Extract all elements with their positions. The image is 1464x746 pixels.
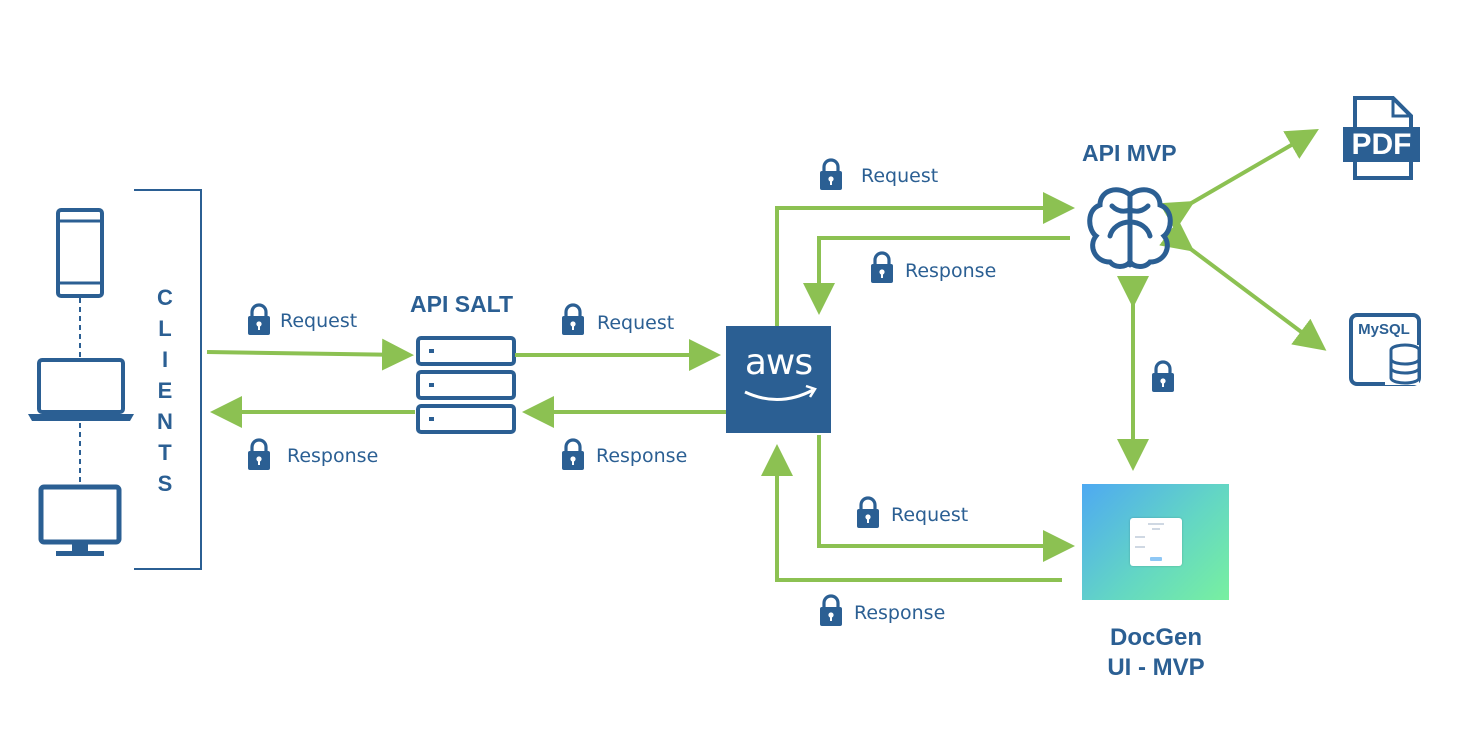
label-aws-docgen-response: Response xyxy=(854,602,946,624)
label-salt-response: Response xyxy=(596,445,688,467)
laptop-icon xyxy=(28,358,134,421)
mysql-database-icon xyxy=(1349,313,1421,386)
lock-icon xyxy=(818,158,844,192)
lock-icon xyxy=(818,594,844,628)
server-rack-icon xyxy=(416,336,516,434)
lock-icon xyxy=(246,303,272,337)
arrow-clients-request xyxy=(206,338,414,371)
label-clients-request: Request xyxy=(280,310,358,332)
arrow-aws-mvp-response xyxy=(803,236,1070,315)
brain-icon xyxy=(1087,187,1173,269)
lock-icon xyxy=(869,251,895,285)
arrow-mvp-mysql xyxy=(1159,219,1327,351)
lock-icon xyxy=(560,303,586,337)
lock-icon xyxy=(560,438,586,472)
arrow-mvp-pdf xyxy=(1159,128,1319,231)
pdf-text: PDF xyxy=(1351,128,1412,161)
label-aws-docgen-request: Request xyxy=(891,504,969,526)
api-mvp-title: API MVP xyxy=(1082,140,1177,166)
aws-logo-icon xyxy=(726,326,831,433)
label-clients-response: Response xyxy=(287,445,379,467)
aws-text: aws xyxy=(744,342,813,383)
clients-label: C L I E N T S xyxy=(157,285,173,496)
login-card xyxy=(1130,518,1182,566)
mysql-text: MySQL xyxy=(1358,321,1410,338)
lock-icon xyxy=(855,496,881,530)
arrow-aws-docgen-request xyxy=(817,435,1075,562)
label-salt-request: Request xyxy=(597,312,675,334)
label-aws-mvp-request: Request xyxy=(861,165,939,187)
pdf-file-icon xyxy=(1343,96,1420,180)
api-salt-title: API SALT xyxy=(410,291,514,317)
docgen-ui-thumbnail xyxy=(1082,484,1229,600)
clients-bracket xyxy=(134,189,202,570)
lock-icon xyxy=(246,438,272,472)
docgen-title-line1: DocGen xyxy=(1109,624,1202,651)
phone-icon xyxy=(56,208,104,298)
docgen-title-line2: UI - MVP xyxy=(1107,654,1205,681)
arrow-aws-mvp-request xyxy=(775,192,1075,326)
arrow-aws-docgen-response xyxy=(761,444,1062,582)
label-aws-mvp-response: Response xyxy=(905,260,997,282)
desktop-icon xyxy=(38,484,122,556)
lock-icon xyxy=(1150,360,1176,394)
